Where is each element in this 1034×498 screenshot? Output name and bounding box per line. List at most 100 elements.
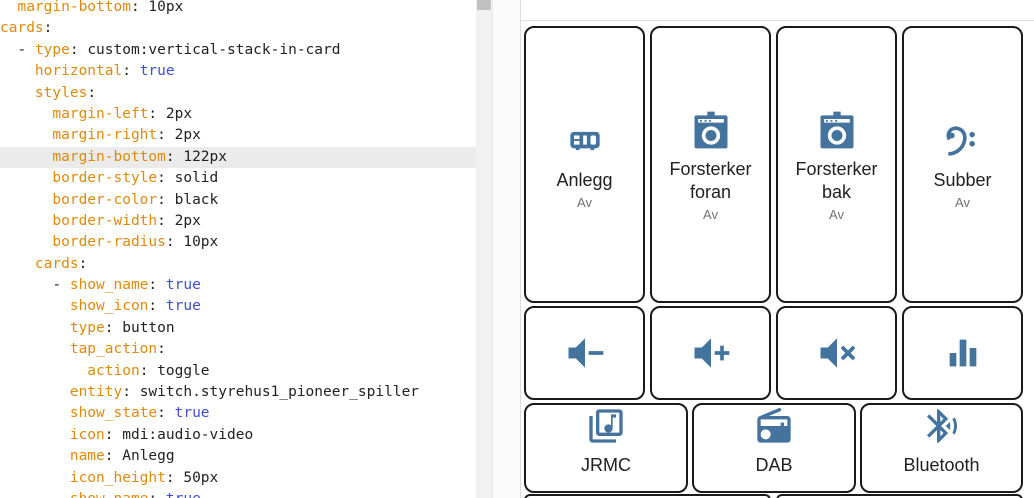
code-token: :	[148, 298, 166, 315]
code-token: toggle	[157, 362, 210, 379]
code-line[interactable]: show_icon: true	[0, 296, 476, 317]
code-token: :	[165, 469, 184, 486]
code-token: margin-left	[0, 105, 149, 122]
audio-video-icon	[569, 131, 600, 151]
code-line[interactable]: horizontal: true	[0, 61, 476, 82]
code-token: true	[174, 405, 210, 422]
code-token: :	[87, 84, 97, 101]
previous-card	[521, 0, 1034, 21]
editor-scrollbar-thumb[interactable]	[477, 0, 491, 10]
code-line[interactable]: entity: switch.styrehus1_pioneer_spiller	[0, 382, 476, 403]
code-token: true	[166, 491, 201, 498]
code-token: :	[157, 405, 175, 422]
code-line[interactable]: margin-left: 2px	[0, 104, 476, 125]
code-line[interactable]: margin-bottom: 10px	[0, 0, 476, 18]
code-token: :	[157, 170, 175, 187]
equalizer-button[interactable]	[902, 306, 1023, 400]
code-token: :	[69, 41, 88, 58]
code-line[interactable]: icon_height: 50px	[0, 468, 476, 489]
code-line[interactable]: border-radius: 10px	[0, 232, 476, 253]
code-token: type	[0, 319, 105, 336]
code-token: border-style	[0, 170, 158, 187]
forsterker-bak-button[interactable]: Forsterker bak Av	[776, 26, 897, 303]
button-name: DAB	[755, 455, 793, 475]
code-line[interactable]: name: Anlegg	[0, 446, 476, 467]
code-line[interactable]: cards:	[0, 254, 476, 275]
code-line[interactable]: show_state: true	[0, 403, 476, 424]
code-token: 2px	[165, 105, 193, 122]
anlegg-button[interactable]: Anlegg Av	[524, 26, 645, 303]
code-line[interactable]: - show_name: true	[0, 275, 476, 296]
code-line[interactable]: margin-right: 2px	[0, 125, 476, 146]
code-token: cards	[0, 20, 44, 37]
code-line[interactable]: border-style: solid	[0, 168, 476, 189]
code-token: margin-bottom	[0, 0, 131, 15]
code-token: show_name	[0, 491, 149, 498]
code-line[interactable]: border-width: 2px	[0, 211, 476, 232]
bluetooth-button[interactable]: Bluetooth	[860, 403, 1023, 493]
volume-down-button[interactable]	[524, 306, 645, 400]
dab-button[interactable]: DAB	[692, 403, 856, 493]
subber-button[interactable]: Subber Av	[902, 26, 1023, 303]
mute-button[interactable]	[776, 306, 897, 400]
button-name: JRMC	[581, 455, 631, 475]
code-token: :	[104, 319, 123, 336]
code-token: margin-bottom	[0, 148, 166, 165]
code-token: 10px	[183, 234, 219, 251]
code-token: :	[139, 362, 158, 379]
code-line[interactable]: action: toggle	[0, 361, 476, 382]
button-name: Forsterker bak	[795, 158, 878, 202]
editor-scrollbar[interactable]	[476, 0, 492, 498]
code-line[interactable]: show_name: true	[0, 489, 476, 498]
code-token: :	[43, 20, 53, 37]
code-token: -	[0, 41, 35, 58]
code-token: :	[157, 191, 175, 208]
next-row-button[interactable]	[776, 494, 1023, 498]
code-token: custom:vertical-stack-in-card	[87, 41, 341, 58]
code-line[interactable]: border-color: black	[0, 190, 476, 211]
code-token: switch.styrehus1_pioneer_spiller	[139, 384, 420, 401]
button-name: Forsterker foran	[669, 158, 752, 202]
code-token: 2px	[174, 212, 201, 229]
button-state: Av	[703, 206, 718, 222]
code-token: type	[34, 41, 70, 58]
forsterker-foran-button[interactable]: Forsterker foran Av	[650, 26, 771, 303]
code-token: icon_height	[0, 469, 166, 486]
code-token: :	[104, 448, 123, 465]
code-line[interactable]: - type: custom:vertical-stack-in-card	[0, 40, 476, 61]
code-token: button	[122, 319, 175, 336]
volume-plus-icon	[694, 338, 729, 368]
button-name: Bluetooth	[903, 455, 980, 475]
volume-up-button[interactable]	[650, 306, 771, 400]
next-row-button[interactable]	[524, 494, 771, 498]
jrmc-button[interactable]: JRMC	[524, 403, 688, 493]
code-token: horizontal	[0, 63, 123, 80]
code-line[interactable]: cards:	[0, 18, 476, 39]
code-token: show_icon	[0, 298, 149, 315]
code-line[interactable]: margin-bottom: 122px	[0, 146, 476, 169]
code-token: border-radius	[0, 234, 166, 251]
code-token: :	[148, 491, 165, 498]
code-token: :	[157, 127, 175, 144]
radio-icon	[757, 407, 791, 443]
code-line[interactable]: tap_action:	[0, 339, 476, 360]
code-token: :	[122, 63, 140, 80]
code-token: 10px	[148, 0, 184, 15]
code-token: :	[165, 148, 184, 165]
code-token: styles	[0, 84, 88, 101]
code-token: -	[0, 277, 70, 294]
code-token: :	[157, 341, 166, 358]
card-preview: Anlegg Av Forsterker foran Av Forsterker…	[520, 0, 1034, 498]
code-token: tap_action	[0, 341, 158, 358]
code-token: black	[174, 191, 219, 208]
code-line[interactable]: type: button	[0, 318, 476, 339]
code-token: action	[0, 362, 140, 379]
code-line[interactable]: styles:	[0, 83, 476, 104]
code-line[interactable]: icon: mdi:audio-video	[0, 425, 476, 446]
code-token: border-width	[0, 212, 158, 229]
code-token: Anlegg	[122, 448, 175, 465]
code-token: border-color	[0, 191, 158, 208]
code-token: :	[148, 277, 166, 294]
